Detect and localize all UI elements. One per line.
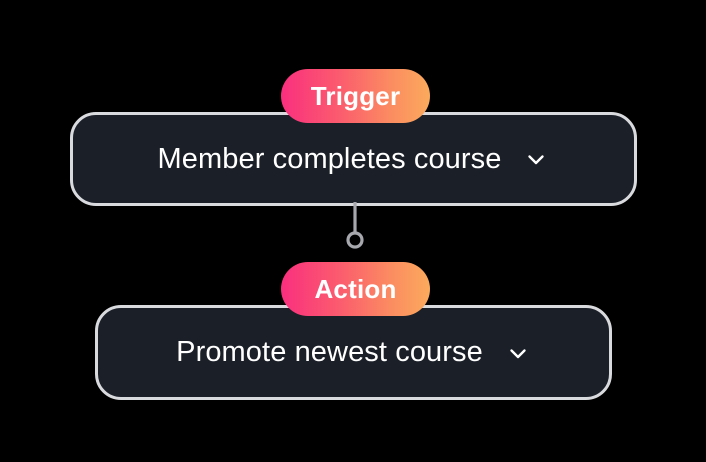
trigger-card-label: Member completes course [157,142,502,175]
trigger-badge: Trigger [281,69,430,123]
trigger-card-content: Member completes course [148,142,560,175]
trigger-card[interactable]: Member completes course [70,112,637,206]
connector-endpoint-circle [346,231,364,249]
action-badge-label: Action [314,274,397,304]
action-card-content: Promote newest course [166,338,541,367]
chevron-down-icon[interactable] [523,146,549,172]
trigger-badge-label: Trigger [310,81,401,111]
action-badge: Action [281,262,430,316]
action-card[interactable]: Promote newest course [95,305,612,400]
flow-connector [330,198,382,258]
chevron-down-icon[interactable] [505,340,531,366]
action-card-label: Promote newest course [176,336,483,368]
